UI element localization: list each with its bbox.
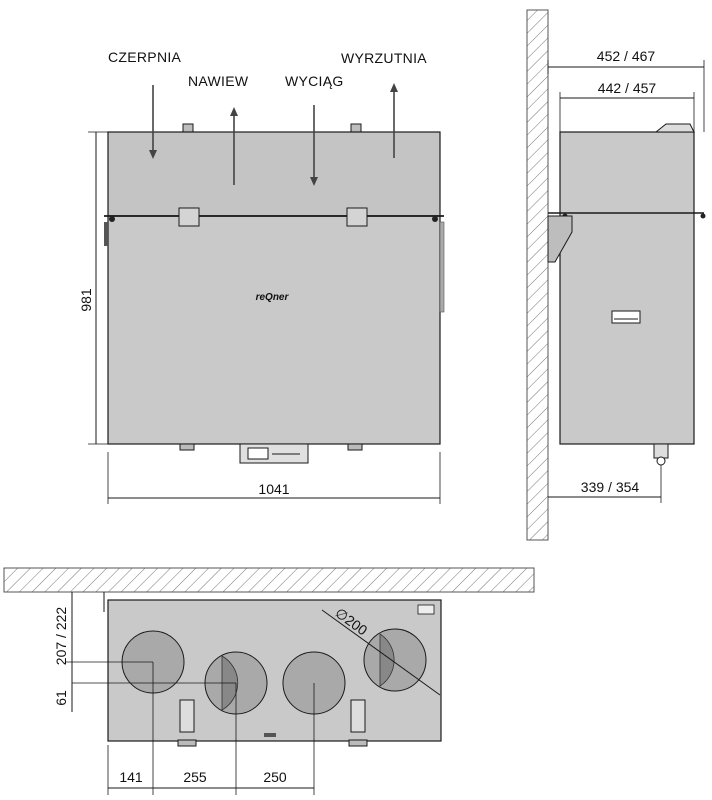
bottom-foot-right xyxy=(347,443,363,451)
label-wyrzutnia: WYRZUTNIA xyxy=(341,50,427,66)
bottom-bracket-left xyxy=(179,699,195,733)
corner-screw-right xyxy=(432,216,438,222)
depth-inner-dimension: 442 / 457 xyxy=(598,80,657,96)
condensate-drain-inner xyxy=(247,447,269,460)
corner-screw-left xyxy=(109,216,115,222)
side-wall-hatch xyxy=(526,9,549,541)
offset-vertical-dimension: 207 / 222 xyxy=(53,607,69,666)
spacing-141: 141 xyxy=(119,769,143,785)
front-view: reQner CZERPNIA NAWIEW WYCIĄG WYRZUTNIA … xyxy=(78,49,445,504)
side-unit-body xyxy=(559,131,695,445)
bottom-bracket-right xyxy=(350,699,366,733)
side-top-latch xyxy=(654,123,695,133)
lid-clamp-left xyxy=(178,207,200,227)
label-nawiew: NAWIEW xyxy=(188,73,249,89)
side-view: 452 / 467 442 / 457 339 / 354 xyxy=(526,9,706,541)
side-latch-left xyxy=(104,222,108,246)
spacing-255: 255 xyxy=(183,769,207,785)
spacing-250: 250 xyxy=(263,769,287,785)
side-handle xyxy=(611,310,641,324)
offset-small-dimension: 61 xyxy=(53,690,69,706)
lid-clamp-right xyxy=(346,207,368,227)
height-dimension: 981 xyxy=(78,288,94,312)
side-drain-fitting xyxy=(653,443,669,459)
unit-lid xyxy=(107,131,441,217)
depth-outer-dimension: 452 / 467 xyxy=(597,48,656,64)
brand-logo: reQner xyxy=(256,292,290,303)
duct-wyrzutnia xyxy=(363,628,427,692)
width-dimension: 1041 xyxy=(258,481,289,497)
label-wyciag: WYCIĄG xyxy=(285,73,344,89)
unit-body xyxy=(107,215,441,445)
bottom-foot-left xyxy=(179,443,195,451)
diameter-leader xyxy=(321,609,441,696)
side-latch-right xyxy=(439,221,445,313)
label-czerpnia: CZERPNIA xyxy=(108,49,182,65)
ceiling-hatch xyxy=(3,567,535,593)
wall-bracket xyxy=(547,215,573,263)
spigot-offset-dimension: 339 / 354 xyxy=(581,479,640,495)
bottom-view: ∅200 207 / 222 61 141 255 250 xyxy=(3,567,535,795)
rating-plate xyxy=(417,604,435,615)
